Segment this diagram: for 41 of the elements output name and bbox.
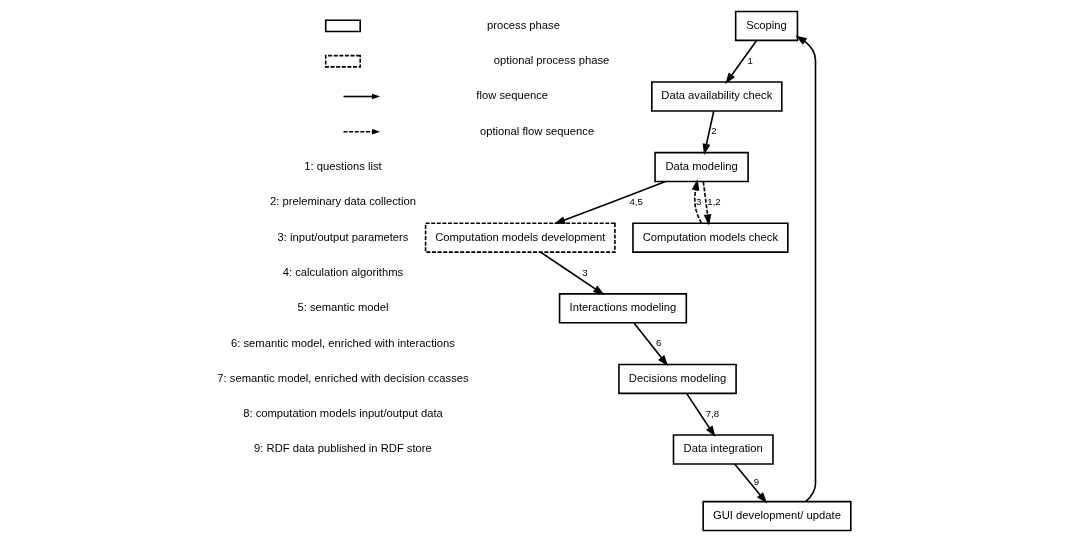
arrow	[553, 180, 666, 225]
arrow	[795, 35, 816, 503]
label: 1: questions list	[303, 160, 382, 173]
node-box: Computation models check	[631, 222, 789, 253]
edge-label: 1,2	[706, 195, 721, 207]
label: 5: semantic model	[296, 301, 388, 314]
edge-label: 1	[746, 54, 753, 66]
node-box: Data modeling	[653, 151, 749, 183]
edge-label: 9	[753, 476, 759, 488]
edge-label: 4,5	[629, 195, 643, 207]
label: 8: computation models input/output data	[242, 407, 443, 420]
label: 6: semantic model, enriched with interactions	[230, 336, 455, 349]
edge-label: 2	[710, 125, 717, 137]
arrow	[724, 39, 757, 84]
node-box: GUI development/ update	[701, 500, 852, 532]
arrow	[685, 392, 715, 438]
label: 4: calculation algorithms	[282, 265, 403, 278]
node-box: Interactions modeling	[558, 293, 687, 324]
arrow	[702, 110, 715, 155]
legend-label: flow sequence	[475, 89, 548, 102]
label: 9: RDF data published in RDF store	[253, 442, 432, 455]
node-box: Scoping	[734, 10, 798, 42]
arrow	[632, 322, 668, 367]
node-box: Data availability check	[650, 81, 783, 112]
node-box: Decisions modeling	[617, 363, 737, 395]
edge-label: 6	[655, 337, 661, 349]
legend-label: process phase	[486, 18, 560, 31]
edge-label: 3	[581, 266, 588, 278]
node-box: Data integration	[672, 434, 774, 465]
node-box: Computation models development	[424, 222, 616, 253]
arrow	[539, 251, 604, 296]
legend-label: optional process phase	[493, 54, 609, 67]
label: 7: semantic model, enriched with decision ccasses	[216, 371, 469, 384]
label: 2: preleminary data collection	[269, 195, 416, 208]
arrow	[733, 463, 767, 504]
legend-label: optional flow sequence	[479, 124, 594, 137]
edge-label: 7,8	[705, 407, 719, 419]
arrow	[702, 181, 711, 226]
label: 3: input/output parameters	[276, 230, 408, 243]
edge-label: 3	[695, 195, 701, 207]
arrow	[691, 179, 702, 224]
